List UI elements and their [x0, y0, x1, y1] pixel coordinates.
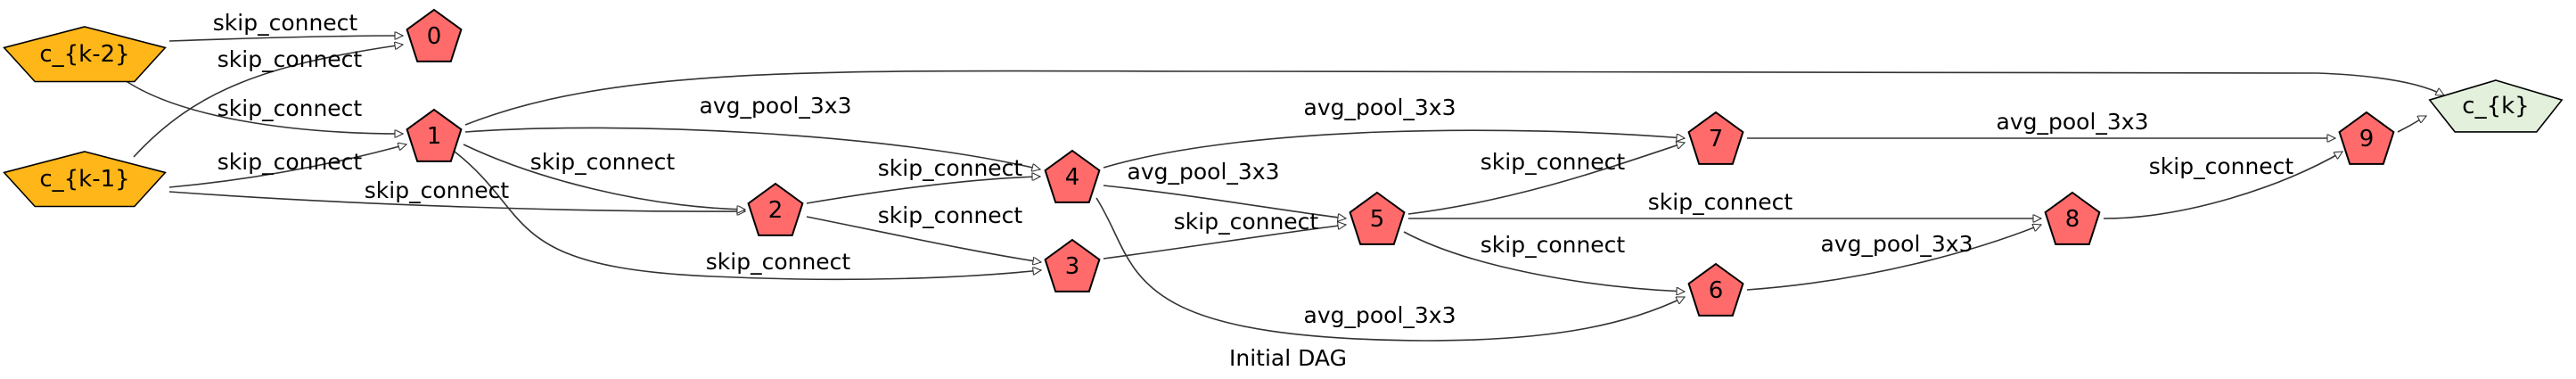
edge-n5-n7 — [1407, 143, 1685, 215]
node-shape-n1 — [406, 108, 463, 162]
edge-label-n2-n3: skip_connect — [878, 202, 1023, 228]
node-label-n0: 0 — [427, 23, 442, 50]
node-label-n2: 2 — [768, 197, 783, 224]
edge-label-n1-n3: skip_connect — [706, 249, 851, 275]
edge-label-n4-n5: avg_pool_3x3 — [1128, 159, 1280, 185]
node-label-n3: 3 — [1065, 253, 1080, 280]
edge-label-n5-n6: skip_connect — [1481, 232, 1626, 258]
node-shape-ck2 — [3, 26, 167, 83]
node-n7: 7 — [1687, 111, 1744, 165]
edge-label-n1-n2: skip_connect — [530, 149, 676, 175]
edge-label-n6-n8: avg_pool_3x3 — [1821, 231, 1973, 257]
edges-layer — [124, 36, 2444, 342]
edge-labels-layer: skip_connectskip_connectskip_connectskip… — [213, 10, 2294, 328]
edge-ck2-n0 — [168, 36, 403, 42]
node-label-n9: 9 — [2359, 126, 2375, 152]
edge-n2-n4 — [806, 177, 1040, 204]
edge-label-n1-n4: avg_pool_3x3 — [700, 93, 852, 119]
edge-label-n7-n9: avg_pool_3x3 — [1997, 109, 2149, 135]
node-label-ck1: c_{k-1} — [39, 166, 129, 193]
edge-label-ck2-n0: skip_connect — [213, 10, 358, 36]
node-shape-n5 — [1349, 191, 1406, 245]
node-shape-ck1 — [3, 151, 167, 208]
edge-label-ck1-n0: skip_connect — [217, 46, 363, 72]
edge-label-n8-n9: skip_connect — [2149, 153, 2294, 179]
node-n3: 3 — [1044, 238, 1101, 292]
edge-label-n2-n4: skip_connect — [878, 155, 1023, 181]
edge-label-ck1-n2: skip_connect — [365, 177, 510, 203]
node-n9: 9 — [2338, 111, 2395, 165]
diagram-caption: Initial DAG — [1229, 345, 1347, 371]
node-label-n6: 6 — [1709, 277, 1724, 304]
edge-n9-ck — [2397, 115, 2426, 133]
node-label-n1: 1 — [427, 123, 442, 150]
edge-label-ck2-n1: skip_connect — [217, 95, 363, 121]
node-ck1: c_{k-1} — [3, 151, 167, 208]
edge-ck1-n0 — [133, 45, 403, 158]
edge-ck1-n2 — [168, 191, 745, 211]
node-label-n7: 7 — [1709, 126, 1724, 152]
edge-n2-n3 — [806, 216, 1041, 262]
edge-n1-n4 — [464, 127, 1040, 169]
node-label-ck: c_{k} — [2462, 93, 2529, 119]
edge-label-n3-n5: skip_connect — [1174, 209, 1319, 235]
edge-label-n4-n6: avg_pool_3x3 — [1304, 302, 1456, 328]
node-shape-n8 — [2044, 191, 2101, 245]
node-n5: 5 — [1349, 191, 1406, 245]
edge-label-ck1-n1: skip_connect — [217, 149, 363, 175]
edge-n6-n8 — [1746, 225, 2041, 291]
node-ck2: c_{k-2} — [3, 26, 167, 83]
edge-label-n5-n7: skip_connect — [1481, 149, 1626, 175]
edge-n1-n3 — [454, 151, 1041, 281]
node-shape-n4 — [1044, 149, 1101, 203]
node-n8: 8 — [2044, 191, 2101, 245]
node-shape-ck — [2428, 79, 2564, 133]
node-shape-n6 — [1687, 262, 1744, 317]
node-n6: 6 — [1687, 262, 1744, 317]
edge-n8-n9 — [2103, 151, 2342, 219]
node-n2: 2 — [747, 182, 804, 236]
node-label-n8: 8 — [2065, 206, 2080, 233]
edge-n1-ck — [464, 70, 2444, 126]
edge-n3-n5 — [1103, 225, 1346, 260]
nodes-layer: c_{k-2} c_{k-1} 0 1 2 3 4 5 6 7 8 9 c_{k} — [3, 8, 2564, 317]
edge-n4-n5 — [1103, 185, 1346, 218]
edge-label-n5-n8: skip_connect — [1648, 189, 1793, 215]
node-shape-n2 — [747, 182, 804, 236]
node-shape-n7 — [1687, 111, 1744, 165]
node-n1: 1 — [406, 108, 463, 162]
node-shape-n3 — [1044, 238, 1101, 292]
edge-ck2-n1 — [124, 79, 403, 134]
node-shape-n9 — [2338, 111, 2395, 165]
edge-label-n4-n7: avg_pool_3x3 — [1304, 95, 1456, 120]
edge-n5-n6 — [1403, 231, 1685, 292]
node-shape-n0 — [406, 8, 463, 62]
node-label-ck2: c_{k-2} — [39, 41, 129, 68]
node-ck: c_{k} — [2428, 79, 2564, 133]
edge-n1-n2 — [463, 144, 745, 210]
node-n4: 4 — [1044, 149, 1101, 203]
edge-n4-n7 — [1103, 129, 1685, 169]
node-label-n4: 4 — [1065, 164, 1080, 191]
node-label-n5: 5 — [1370, 206, 1385, 233]
node-n0: 0 — [406, 8, 463, 62]
edge-ck1-n1 — [168, 144, 406, 188]
